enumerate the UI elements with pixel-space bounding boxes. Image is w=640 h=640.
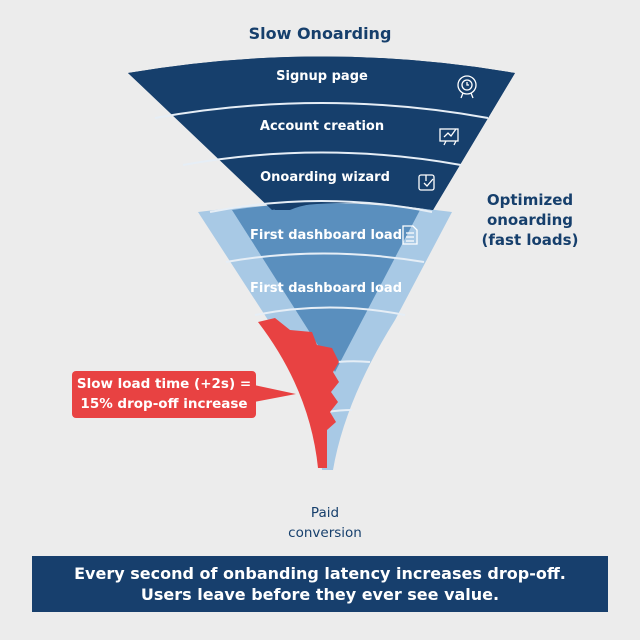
callout-pointer (254, 385, 296, 402)
medium-funnel-section (232, 203, 420, 372)
stage-signup-page: Signup page (276, 69, 368, 84)
banner-line: Users leave before they ever see value. (140, 585, 500, 604)
stage-first-dashboard-load-2: First dashboard load (249, 281, 402, 296)
note-line: onoarding (486, 211, 574, 229)
end-label-line: Paid (310, 505, 340, 521)
callout-line: 15% drop-off increase (80, 396, 248, 412)
stage-onboarding-wizard: Onoarding wizard (260, 170, 390, 185)
drop-off-area (258, 318, 339, 468)
note-line: Optimized (486, 191, 574, 209)
diagram-title: Slow Onoarding (248, 24, 392, 43)
callout-line: Slow load time (+2s) = (76, 376, 252, 392)
badge-clock-icon (457, 75, 477, 99)
end-label-line: conversion (288, 525, 362, 541)
drop-off-callout: Slow load time (+2s) = 15% drop-off incr… (72, 371, 256, 418)
chart-board-icon (439, 128, 459, 146)
document-icon (402, 225, 418, 245)
note-line: (fast loads) (481, 231, 579, 249)
stage-account-creation: Account creation (259, 119, 385, 134)
summary-banner: Every second of onbanding latency increa… (32, 556, 608, 612)
optimized-note: Optimized onoarding (fast loads) (478, 190, 582, 250)
stage-first-dashboard-load: First dashboard load (249, 228, 402, 243)
clipboard-check-icon (418, 174, 435, 191)
paid-conversion-label: Paid conversion (270, 503, 380, 543)
banner-line: Every second of onbanding latency increa… (74, 564, 566, 583)
